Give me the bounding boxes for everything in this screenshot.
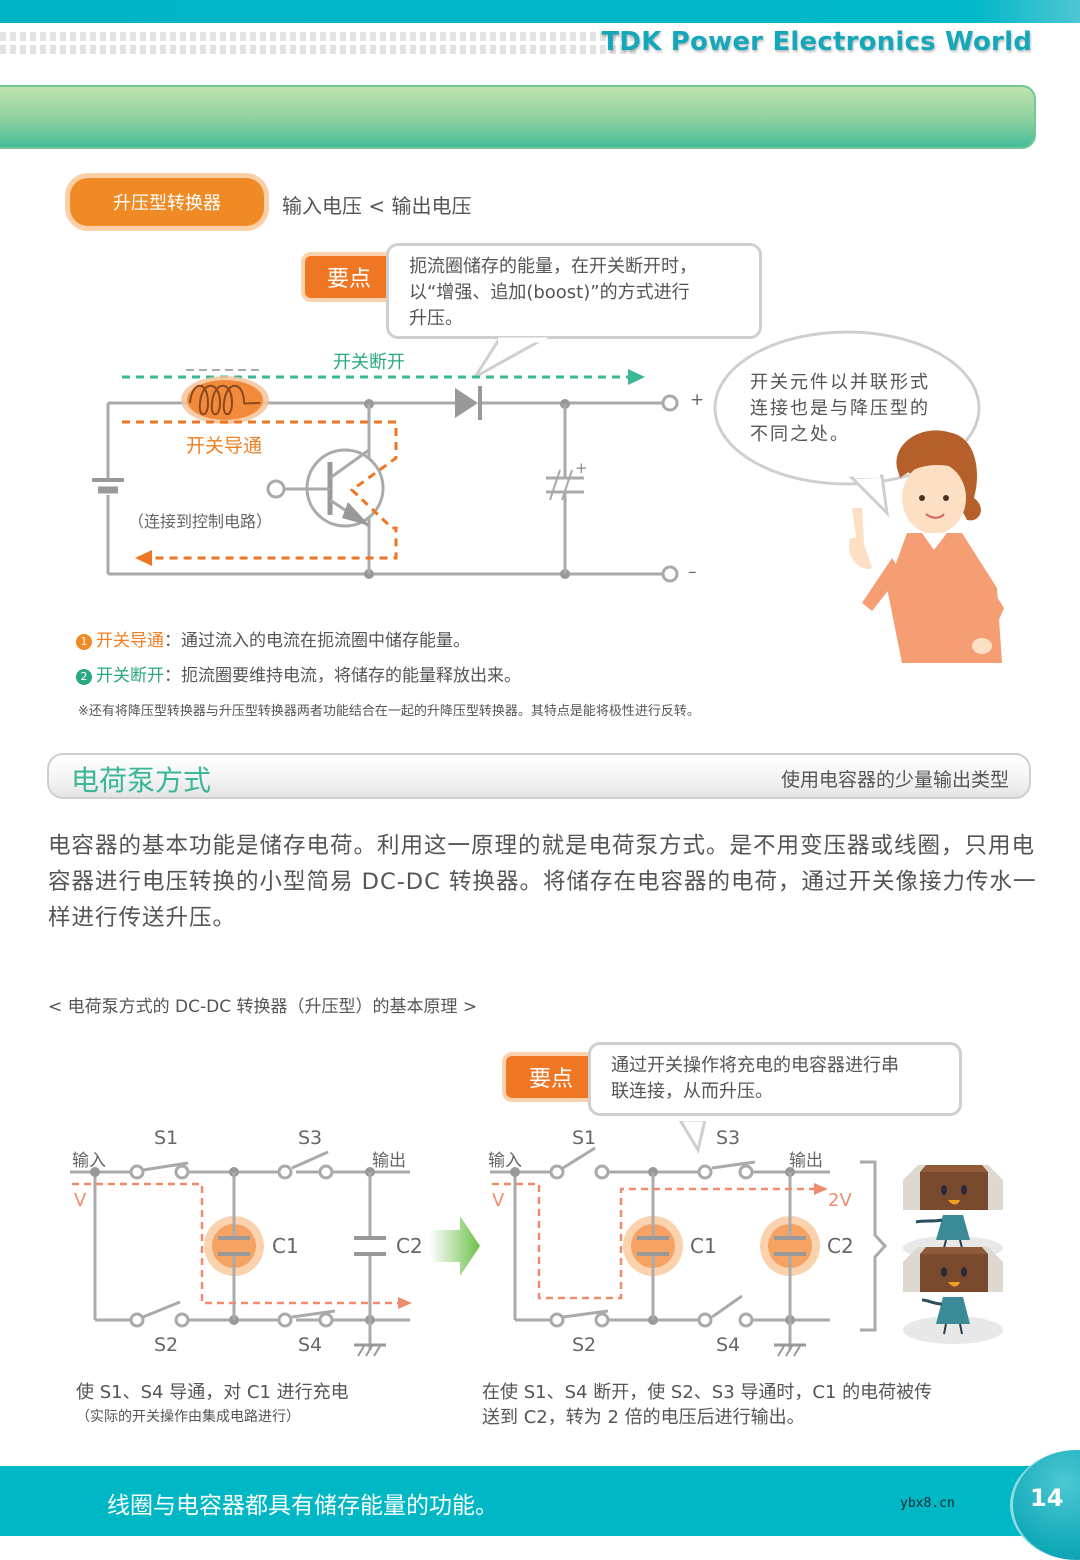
section-banner xyxy=(0,85,1036,149)
switch-s1-label-2: S1 xyxy=(572,1127,597,1149)
switch-s3-label: S3 xyxy=(298,1127,323,1149)
description-line: 送到 C2，转为 2 倍的电压后进行输出。 xyxy=(482,1407,805,1428)
switch-s3-label-2: S3 xyxy=(716,1127,741,1149)
legend-colon: ： xyxy=(164,631,181,651)
switch-off-label: 开关断开 xyxy=(333,352,405,373)
capacitor-c1-label-2: C1 xyxy=(690,1234,717,1258)
key-point-bubble-2: 通过开关操作将充电的电容器进行串 联连接，从而升压。 xyxy=(588,1042,962,1116)
key-point-label: 要点 xyxy=(326,267,371,292)
input-label: 输入 xyxy=(72,1151,106,1171)
section-subtitle: 使用电容器的少量输出类型 xyxy=(780,769,1009,791)
legend-colon: ： xyxy=(164,666,181,686)
capacitor-c2-label-2: C2 xyxy=(827,1234,854,1258)
character-speech: 开关元件以并联形式 连接也是与降压型的 不同之处。 xyxy=(750,370,930,448)
number-1-icon: 1 xyxy=(76,634,92,650)
switch-s2-label: S2 xyxy=(154,1334,179,1356)
input-label-2: 输入 xyxy=(488,1151,522,1171)
figure-caption: < 电荷泵方式的 DC-DC 转换器（升压型）的基本原理 > xyxy=(48,997,478,1017)
teacher-character-illustration xyxy=(713,330,1004,663)
charge-pump-boosting-diagram xyxy=(490,1120,888,1357)
top-accent-bar xyxy=(0,0,1080,23)
charge-pump-charging-diagram xyxy=(70,1150,480,1357)
svg-text:+: + xyxy=(575,459,588,477)
footer-bar: 线圈与电容器都具有储存能量的功能。 ybx8.cn xyxy=(0,1466,1080,1536)
plus-terminal-label: + xyxy=(690,390,705,410)
key-point-line: 升压。 xyxy=(409,308,463,329)
watermark: ybx8.cn xyxy=(900,1496,955,1511)
charging-description: 使 S1、S4 导通，对 C1 进行充电 xyxy=(76,1382,349,1403)
charge-pump-paragraph: 电容器的基本功能是储存电荷。利用这一原理的就是电荷泵方式。是不用变压器或线圈，只… xyxy=(48,833,1037,931)
speech-line: 不同之处。 xyxy=(750,424,850,445)
control-circuit-label: （连接到控制电路） xyxy=(128,512,273,531)
capacitor-mascot-illustration xyxy=(903,1165,1003,1344)
charge-pump-section-header: 电荷泵方式 使用电容器的少量输出类型 xyxy=(47,753,1031,799)
voltage-relation: 输入电压 < 输出电压 xyxy=(282,194,472,218)
voltage-v-label: V xyxy=(74,1190,87,1211)
switch-on-label: 开关导通 xyxy=(186,435,263,457)
legend-text: 通过流入的电流在扼流圈中储存能量。 xyxy=(181,631,470,651)
output-label-2: 输出 xyxy=(789,1151,823,1171)
switch-s4-label-2: S4 xyxy=(716,1334,741,1356)
legend-text: 扼流圈要维持电流，将储存的能量释放出来。 xyxy=(181,666,521,686)
boosting-description: 在使 S1、S4 断开，使 S2、S3 导通时，C1 的电荷被传 送到 C2，转… xyxy=(482,1380,932,1430)
footer-message: 线圈与电容器都具有储存能量的功能。 xyxy=(107,1493,498,1519)
switch-s4-label: S4 xyxy=(298,1334,323,1356)
boost-tag-label: 升压型转换器 xyxy=(113,193,221,214)
minus-terminal-label: – xyxy=(688,562,697,582)
key-point-badge: 要点 xyxy=(305,256,393,298)
footnote: ※还有将降压型转换器与升压型转换器两者功能结合在一起的升降压型转换器。其特点是能… xyxy=(78,704,700,719)
number-2-icon: 2 xyxy=(76,669,92,685)
charging-sub-description: （实际的开关操作由集成电路进行） xyxy=(76,1409,300,1425)
legend-term: 开关导通 xyxy=(96,631,164,651)
key-point-badge-2: 要点 xyxy=(506,1056,596,1098)
capacitor-c2-label: C2 xyxy=(396,1234,423,1258)
speech-line: 连接也是与降压型的 xyxy=(750,398,930,419)
key-point-label: 要点 xyxy=(528,1067,573,1092)
decorative-dots xyxy=(0,32,640,54)
capacitor-c1-label: C1 xyxy=(272,1234,299,1258)
switch-s2-label-2: S2 xyxy=(572,1334,597,1356)
key-point-line: 通过开关操作将充电的电容器进行串 xyxy=(611,1055,899,1076)
key-point-bubble: 扼流圈储存的能量，在开关断开时， 以“增强、追加(boost)”的方式进行 升压… xyxy=(386,243,762,339)
page-number: 14 xyxy=(1030,1484,1064,1512)
voltage-2v-label: 2V xyxy=(828,1190,852,1211)
voltage-v-label-2: V xyxy=(492,1190,505,1211)
output-label: 输出 xyxy=(372,1151,406,1171)
key-point-line: 联连接，从而升压。 xyxy=(611,1081,773,1102)
switch-s1-label: S1 xyxy=(154,1127,179,1149)
boost-circuit-diagram: + xyxy=(92,336,679,583)
key-point-line: 以“增强、追加(boost)”的方式进行 xyxy=(409,282,690,303)
description-line: 在使 S1、S4 断开，使 S2、S3 导通时，C1 的电荷被传 xyxy=(482,1382,933,1403)
boost-converter-tag: 升压型转换器 xyxy=(70,178,264,226)
section-title: 电荷泵方式 xyxy=(71,764,212,797)
speech-line: 开关元件以并联形式 xyxy=(750,372,930,393)
key-point-line: 扼流圈储存的能量，在开关断开时， xyxy=(409,256,697,277)
brand-title: TDK Power Electronics World xyxy=(601,27,1032,57)
legend-term: 开关断开 xyxy=(96,666,164,686)
